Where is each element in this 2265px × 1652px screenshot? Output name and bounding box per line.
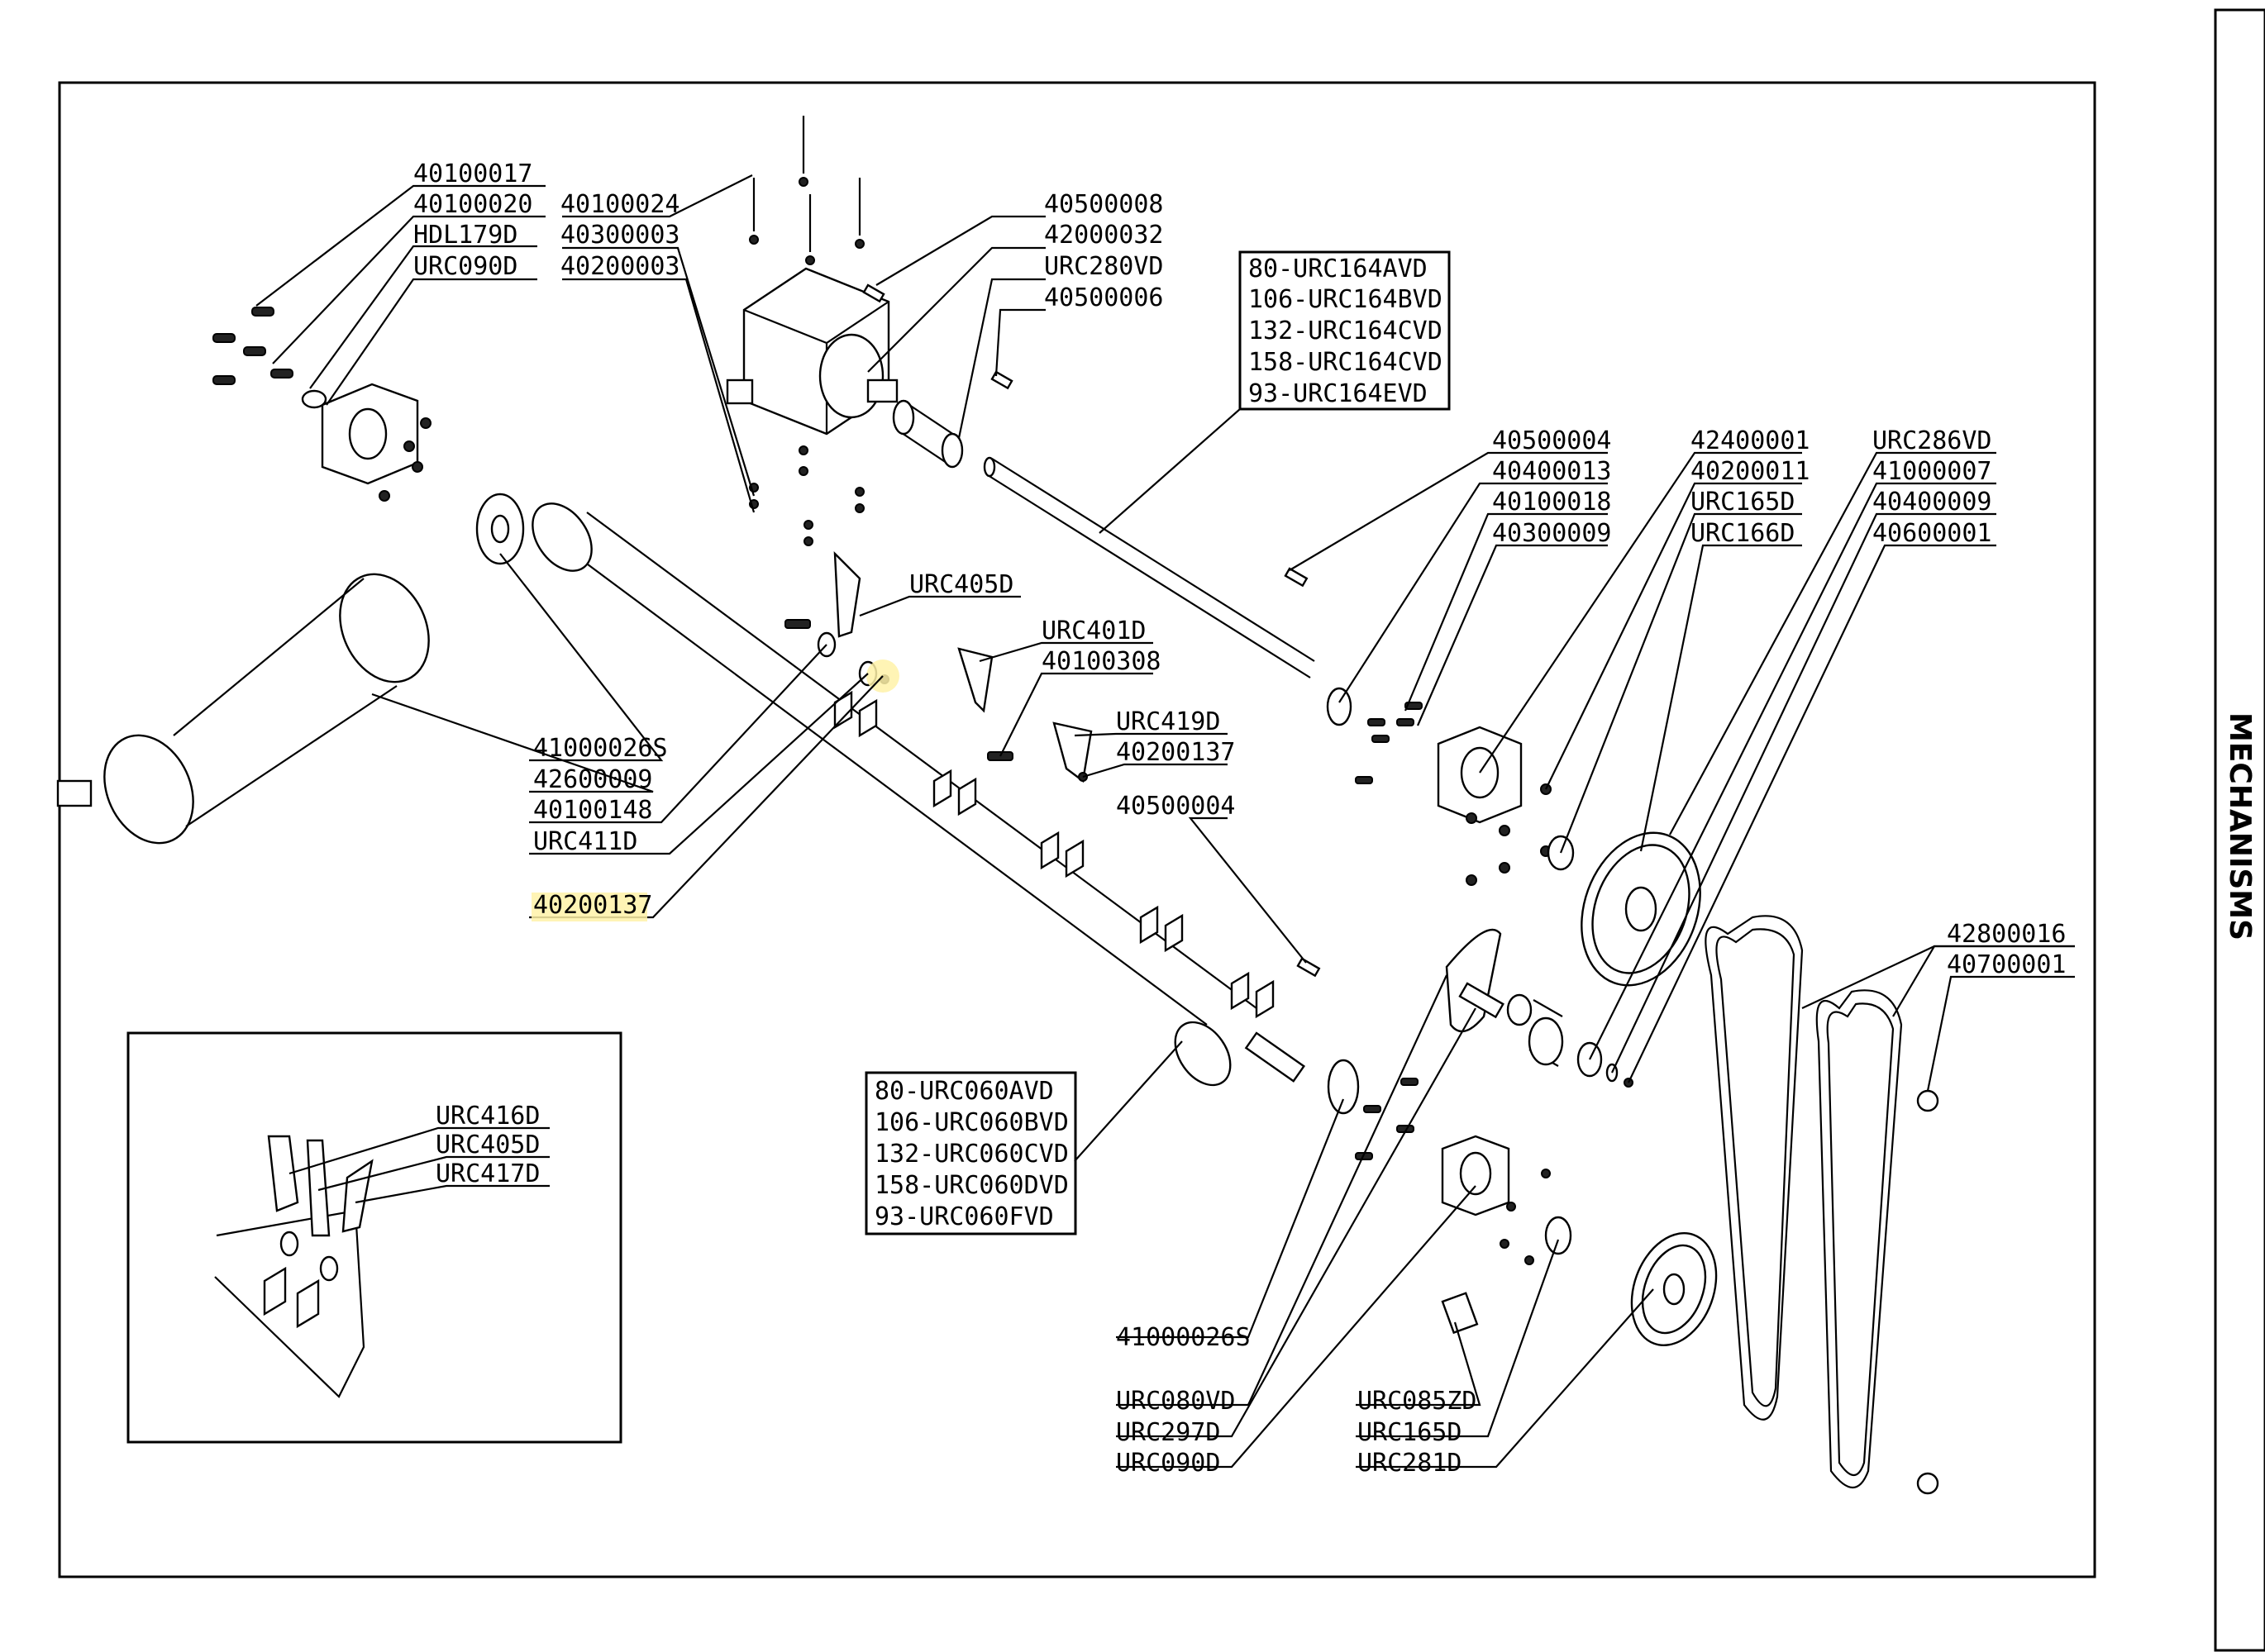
callout-label: URC085ZD [1357, 1387, 1477, 1416]
callout-label: URC090D [413, 252, 517, 281]
callout-label: URC166D [1690, 519, 1795, 548]
callout-label: URC286VD [1872, 426, 1992, 455]
callout-label: URC297D [1116, 1418, 1220, 1447]
callout-label: URC401D [1042, 617, 1146, 645]
key-small-3 [1284, 567, 1309, 588]
callout-label: 158-URC164CVD [1248, 348, 1442, 377]
callout-label: 40300009 [1492, 519, 1612, 548]
callout-label: 40700001 [1947, 950, 2067, 979]
shaft-clip [1441, 1292, 1479, 1335]
callout-label: 42400001 [1690, 426, 1810, 455]
callout-label: 42000032 [1044, 221, 1164, 250]
callout-label: 40500004 [1492, 426, 1612, 455]
callout-label: 42600009 [533, 765, 653, 794]
callout-label: 40500006 [1044, 283, 1164, 312]
pto-shaft [56, 573, 430, 845]
callout-label: URC419D [1116, 707, 1220, 736]
callout-label: URC281D [1357, 1449, 1462, 1478]
callout-label: 40100024 [560, 190, 680, 219]
callout-label: 41000007 [1872, 457, 1992, 486]
key-small-4 [1296, 957, 1321, 978]
drum-brackets [833, 690, 1275, 1019]
callout-label: 40100148 [533, 796, 653, 825]
callout-label: 40600001 [1872, 519, 1992, 548]
inset-detail-box [126, 1031, 622, 1444]
small-pulley [1630, 1232, 1718, 1346]
callout-label: URC165D [1357, 1418, 1462, 1447]
callout-label: URC280VD [1044, 252, 1164, 281]
shaft-variants-box [1238, 250, 1451, 411]
callout-label: 80-URC060AVD [875, 1077, 1054, 1106]
callout-label: 93-URC164EVD [1248, 379, 1428, 408]
callout-label: URC411D [533, 827, 637, 856]
inset-parts [214, 1135, 374, 1398]
callout-label: 41000026S [1116, 1323, 1251, 1352]
callout-label: 93-URC060FVD [875, 1202, 1054, 1231]
callout-label: URC090D [1116, 1449, 1220, 1478]
callout-label: URC165D [1690, 488, 1795, 517]
callout-label: URC417D [436, 1159, 540, 1188]
v-belts [1705, 915, 1903, 1488]
callout-label: URC080VD [1116, 1387, 1236, 1416]
tensioner-arm [1445, 928, 1633, 1088]
callout-label: 40300003 [560, 221, 680, 250]
callout-label: 40400009 [1872, 488, 1992, 517]
side-tab [2214, 8, 2265, 1652]
parts-drawing [56, 116, 1939, 1495]
bearing-housing-right-upper [1437, 726, 1575, 886]
leader-lines [255, 174, 2075, 1469]
roller [1528, 999, 1564, 1067]
section-title: MECHANISMS [2223, 712, 2257, 940]
nut-bottom [1916, 1472, 1939, 1495]
bearing-housing-right-lower [1441, 1135, 1572, 1265]
callout-label-highlighted: 40200137 [533, 891, 653, 920]
callout-label: 40200137 [1116, 738, 1236, 767]
callout-label: 40400013 [1492, 457, 1612, 486]
callout-highlight [532, 893, 647, 921]
drum-variants-box [865, 1071, 1077, 1235]
callout-label: 132-URC060CVD [875, 1140, 1069, 1169]
callout-label: 132-URC164CVD [1248, 317, 1442, 345]
callout-label: 40100018 [1492, 488, 1612, 517]
nut-top [1916, 1089, 1939, 1112]
drum-tube [532, 502, 1360, 1115]
diagram-frame [58, 81, 2096, 1578]
misc-bolts [784, 619, 1423, 1160]
callout-label: 42800016 [1947, 920, 2067, 949]
callout-label: 40100308 [1042, 647, 1161, 676]
drive-shaft [983, 456, 1352, 726]
callout-label: 40200011 [1690, 457, 1810, 486]
callout-label: URC405D [436, 1131, 540, 1159]
callout-label: 158-URC060DVD [875, 1171, 1069, 1200]
bearing-housing-left [212, 307, 432, 502]
callout-label: URC405D [909, 570, 1013, 599]
callout-label: 80-URC164AVD [1248, 255, 1428, 283]
callout-label: HDL179D [413, 221, 517, 250]
key-small-1 [862, 283, 885, 303]
callout-label: 40100017 [413, 159, 533, 188]
key-small-2 [990, 370, 1013, 390]
callout-label: 40200003 [560, 252, 680, 281]
callout-label: 106-URC060BVD [875, 1108, 1069, 1137]
callout-label: 41000026S [533, 734, 668, 763]
tube-sleeve [892, 399, 964, 469]
gearbox [726, 267, 899, 436]
callout-label: 106-URC164BVD [1248, 285, 1442, 314]
callout-labels: 40100017 40100020 HDL179D URC090D 401000… [413, 159, 2067, 1478]
callout-label: 40500008 [1044, 190, 1164, 219]
callout-label: 40500004 [1116, 792, 1236, 821]
callout-label: URC416D [436, 1102, 540, 1131]
callout-label: 40100020 [413, 190, 533, 219]
